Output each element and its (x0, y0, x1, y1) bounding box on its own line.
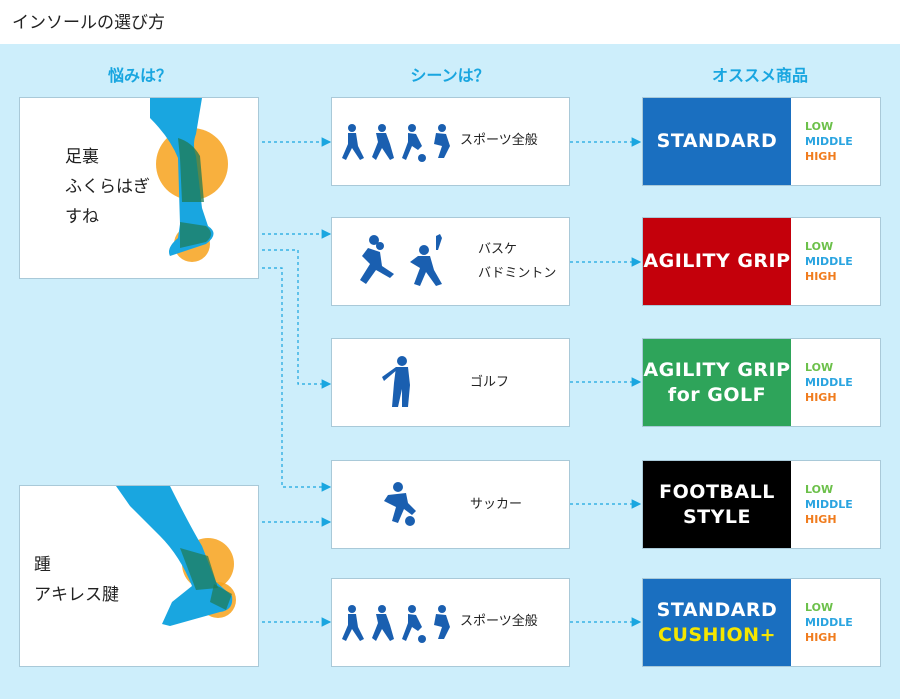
concern-box-heel: 踵 アキレス腱 (19, 485, 259, 667)
product-name: STANDARD (643, 98, 791, 185)
athletes-icon (342, 124, 450, 162)
concern-text-2: 踵 アキレス腱 (34, 555, 119, 605)
athletes-icon (342, 605, 450, 643)
header-product: オススメ商品 (711, 66, 808, 85)
connector-c1-s3 (262, 249, 332, 389)
basketball-badminton-icon (360, 234, 442, 286)
scene-box-sports-general-2: スポーツ全般 (331, 578, 570, 667)
golfer-icon (382, 356, 410, 407)
scene-box-sports-general: スポーツ全般 (331, 97, 570, 186)
scene-text-5: スポーツ全般 (460, 614, 538, 629)
leg-illustration (116, 486, 236, 626)
concern-text-1: 足裏 ふくらはぎ すね (65, 147, 150, 227)
soccer-player-icon (384, 482, 416, 526)
scene-text-3: ゴルフ (470, 375, 510, 390)
header-concern: 悩みは？ (107, 66, 172, 85)
scene-box-golf: ゴルフ (331, 338, 570, 427)
page-title: インソールの選び方 (12, 13, 165, 33)
scene-text-4: サッカー (470, 497, 523, 512)
scene-text-1: スポーツ全般 (460, 133, 538, 148)
scene-box-basketball-badminton: バスケ バドミントン (331, 217, 570, 306)
concern-box-sole: 足裏 ふくらはぎ すね (19, 97, 259, 279)
product-name: AGILITY GRIP (643, 218, 791, 305)
header-scene: シーンは？ (410, 66, 490, 85)
scene-box-soccer: サッカー (331, 460, 570, 549)
connector-c1-s4 (262, 267, 332, 492)
leg-illustration (150, 98, 228, 262)
scene-text-2: バスケ バドミントン (478, 242, 557, 281)
